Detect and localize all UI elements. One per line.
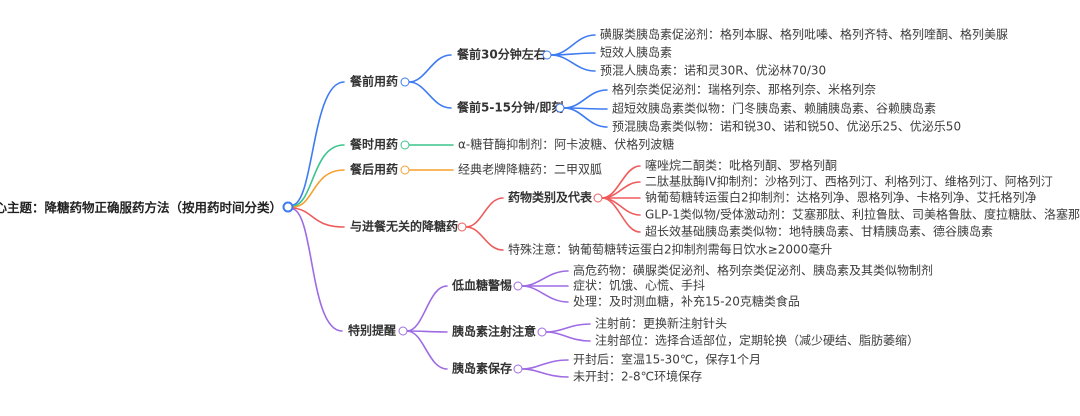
branch-post-meal-handle[interactable] — [400, 165, 410, 175]
node-hypoglycemia-alert-handle[interactable] — [513, 281, 523, 291]
meal-independent-connectors — [465, 165, 641, 251]
root-connectors — [292, 81, 345, 332]
node-premeal-5-15min[interactable]: 餐前5-15分钟/即刻 — [457, 100, 564, 115]
leaf-basal-insulin-analogs[interactable]: 超长效基础胰岛素类似物：地特胰岛素、甘精胰岛素、德谷胰岛素 — [645, 224, 994, 239]
branch-with-meal[interactable]: 餐时用药 — [350, 137, 399, 152]
leaf-hypoglycemia-treatment[interactable]: 处理：及时测血糖，补充15-20克糖类食品 — [573, 294, 800, 309]
leaf-glinide-secretagogues[interactable]: 格列奈类促泌剂：瑞格列奈、那格列奈、米格列奈 — [612, 82, 877, 97]
leaf-special-note-water-intake[interactable]: 特殊注意：钠葡萄糖转运蛋白2抑制剂需每日饮水≥2000毫升 — [508, 242, 833, 257]
root-node-handle[interactable] — [282, 201, 294, 213]
connector — [521, 285, 569, 303]
leaf-hypoglycemia-symptoms[interactable]: 症状：饥饿、心慌、手抖 — [573, 278, 706, 293]
node-hypoglycemia-alert[interactable]: 低血糖警惕 — [452, 278, 513, 293]
branch-pre-meal-handle[interactable] — [400, 77, 410, 87]
node-drug-categories-handle[interactable] — [593, 193, 603, 203]
connector — [563, 107, 608, 128]
branch-with-meal-handle[interactable] — [400, 140, 410, 150]
node-insulin-storage[interactable]: 胰岛素保存 — [452, 361, 513, 376]
connector — [292, 207, 345, 228]
special-reminder-connectors — [406, 270, 591, 378]
branch-meal-independent[interactable]: 与进餐无关的降糖药 — [350, 219, 459, 234]
branch-special-reminders-handle[interactable] — [398, 326, 408, 336]
leaf-premixed-human-insulin[interactable]: 预混人胰岛素：诺和灵30R、优泌林70/30 — [600, 63, 827, 78]
leaf-after-opening-storage[interactable]: 开封后：室温15-30℃，保存1个月 — [573, 352, 761, 367]
node-premeal-30min-handle[interactable] — [542, 50, 552, 60]
connector — [292, 208, 343, 332]
connector — [550, 34, 596, 56]
leaf-short-acting-human-insulin[interactable]: 短效人胰岛素 — [600, 45, 673, 60]
branch-pre-meal[interactable]: 餐前用药 — [350, 74, 399, 89]
node-insulin-injection-notes-handle[interactable] — [537, 327, 547, 337]
node-drug-categories[interactable]: 药物类别及代表 — [508, 190, 593, 205]
connector — [292, 144, 345, 207]
leaf-sulfonylurea-secretagogues[interactable]: 磺脲类胰岛素促泌剂：格列本脲、格列吡嗪、格列齐特、格列喹酮、格列美脲 — [600, 27, 1009, 42]
leaf-before-injection[interactable]: 注射前：更换新注射针头 — [595, 316, 728, 331]
connector — [292, 169, 345, 208]
pre-meal-connectors — [408, 34, 608, 128]
connector — [406, 330, 448, 370]
leaf-unopened-storage[interactable]: 未开封：2-8℃环境保存 — [573, 369, 703, 384]
connector — [521, 368, 569, 378]
branch-special-reminders[interactable]: 特别提醒 — [348, 323, 397, 338]
connector — [601, 197, 641, 233]
connector — [406, 285, 448, 332]
leaf-dpp4-inhibitors[interactable]: 二肽基肽酶IV抑制剂：沙格列汀、西格列汀、利格列汀、维格列汀、阿格列汀 — [645, 174, 1053, 189]
connector — [408, 81, 452, 109]
connector — [521, 270, 569, 287]
connector — [408, 54, 452, 83]
connector — [545, 323, 591, 333]
leaf-rapid-insulin-analogs[interactable]: 超短效胰岛素类似物：门冬胰岛素、赖脯胰岛素、谷赖胰岛素 — [612, 101, 937, 116]
connector — [465, 197, 504, 228]
leaf-alpha-glucosidase-inhibitors[interactable]: α-糖苷酶抑制剂：阿卡波糖、伏格列波糖 — [458, 137, 675, 152]
node-premeal-5-15min-handle[interactable] — [555, 103, 565, 113]
root-topic[interactable]: 核心主题：降糖药物正确服药方法（按用药时间分类） — [0, 200, 282, 216]
connector — [292, 81, 345, 206]
connector — [601, 197, 641, 216]
connector — [521, 359, 569, 370]
branch-meal-independent-handle[interactable] — [457, 222, 467, 232]
connector — [550, 54, 596, 72]
leaf-metformin[interactable]: 经典老牌降糖药：二甲双胍 — [458, 162, 603, 177]
leaf-glp1-agonists[interactable]: GLP-1类似物/受体激动剂：艾塞那肽、利拉鲁肽、司美格鲁肽、度拉糖肽、洛塞那肽 — [645, 207, 1080, 222]
connector — [545, 331, 591, 342]
leaf-high-risk-drugs[interactable]: 高危药物：磺脲类促泌剂、格列奈类促泌剂、胰岛素及其类似物制剂 — [573, 263, 934, 278]
connector — [601, 181, 641, 199]
leaf-thiazolidinediones[interactable]: 噻唑烷二酮类：吡格列酮、罗格列酮 — [645, 158, 838, 173]
leaf-injection-site[interactable]: 注射部位：选择合适部位，定期轮换（减少硬结、脂肪萎缩） — [595, 333, 920, 348]
connector — [465, 226, 504, 251]
node-insulin-storage-handle[interactable] — [513, 364, 523, 374]
node-insulin-injection-notes[interactable]: 胰岛素注射注意 — [452, 324, 537, 339]
connector — [563, 89, 608, 109]
node-premeal-30min[interactable]: 餐前30分钟左右 — [457, 47, 546, 62]
leaf-sglt2-inhibitors[interactable]: 钠葡萄糖转运蛋白2抑制剂：达格列净、恩格列净、卡格列净、艾托格列净 — [645, 190, 1037, 205]
branch-post-meal[interactable]: 餐后用药 — [350, 162, 399, 177]
leaf-premixed-insulin-analogs[interactable]: 预混胰岛素类似物：诺和锐30、诺和锐50、优泌乐25、优泌乐50 — [612, 119, 962, 134]
